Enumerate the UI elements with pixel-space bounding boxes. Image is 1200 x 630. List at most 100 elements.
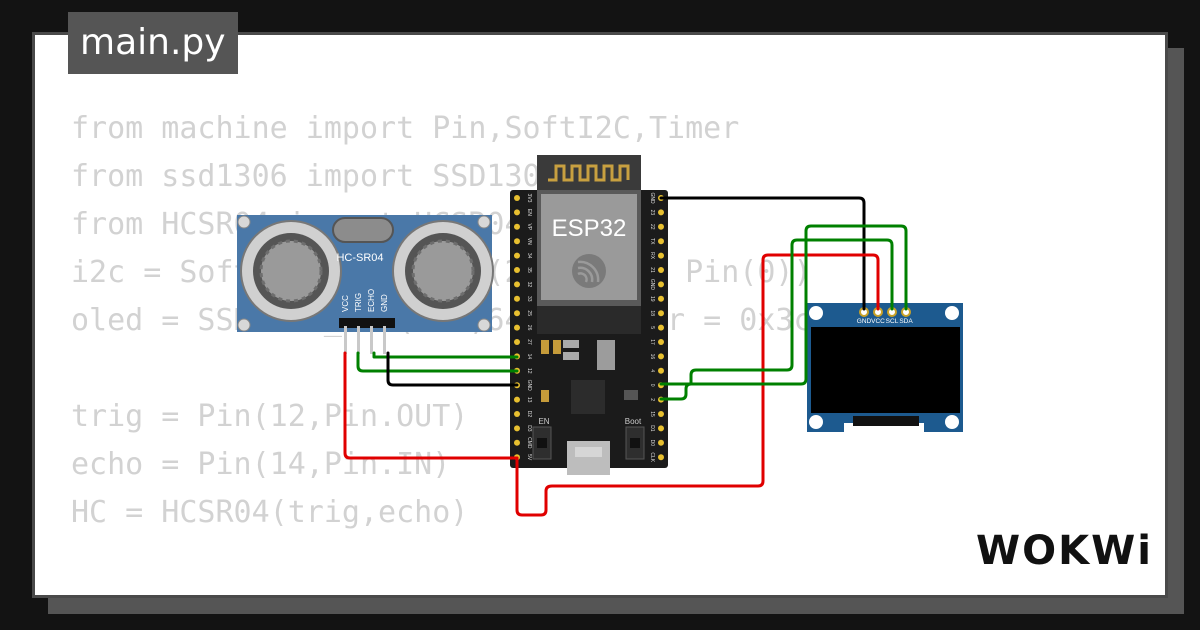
esp32-pin[interactable] <box>514 396 520 403</box>
esp32-pin[interactable] <box>514 209 520 216</box>
esp32-pin-label: 19 <box>649 296 655 302</box>
usb-port <box>575 447 602 457</box>
wire-esp-5v-to-oled-vcc[interactable] <box>515 253 880 517</box>
smd-part <box>563 340 579 348</box>
oled-screen <box>811 327 960 413</box>
sensor-pin-label: ECHO <box>367 289 376 312</box>
esp32-pin-label: 21 <box>649 267 655 273</box>
smd-part <box>541 340 549 354</box>
esp32-pin[interactable] <box>658 425 664 432</box>
esp32-pin[interactable] <box>514 439 520 446</box>
esp32-pin[interactable] <box>514 267 520 273</box>
smd-part <box>563 352 579 360</box>
esp32-pin[interactable] <box>514 295 520 302</box>
wire-sensor-vcc-to-esp-5v[interactable] <box>343 351 519 460</box>
hcsr04-sensor[interactable]: HC-SR04 VCC TRIG ECHO GND <box>237 215 494 354</box>
esp32-pin-label: 27 <box>526 339 532 345</box>
wire-esp-gpio0-to-oled-sda[interactable] <box>659 224 908 401</box>
esp32-pin[interactable] <box>514 195 520 201</box>
usb-connector[interactable] <box>567 441 610 475</box>
esp32-pin-label: 32 <box>526 282 532 288</box>
en-button-cap <box>537 438 547 448</box>
esp32-pin[interactable] <box>658 324 664 331</box>
esp32-pin-label: 26 <box>526 325 532 331</box>
en-label: EN <box>538 417 549 426</box>
code-line: def fun(tim): <box>71 585 830 595</box>
esp32-pin[interactable] <box>658 454 664 461</box>
esp32-pin-label: 12 <box>526 368 532 374</box>
left-transducer <box>240 220 342 322</box>
esp32-pin[interactable] <box>658 238 664 245</box>
esp32-pin-label: EN <box>526 209 532 216</box>
esp32-pin[interactable] <box>658 411 664 417</box>
mount-hole <box>809 415 823 429</box>
sensor-pin-label: TRIG <box>354 293 363 312</box>
esp32-pin[interactable] <box>514 324 520 331</box>
boot-label: Boot <box>625 417 642 426</box>
esp32-pin[interactable] <box>658 252 664 259</box>
esp32-pin[interactable] <box>514 281 520 288</box>
voltage-regulator <box>597 340 615 370</box>
esp32-pin[interactable] <box>658 223 664 230</box>
esp32-pin-label: 25 <box>526 310 532 316</box>
esp32-pin[interactable] <box>514 425 520 432</box>
smd-part <box>553 340 561 354</box>
esp32-pin[interactable] <box>514 310 520 317</box>
mount-hole <box>945 306 959 320</box>
sensor-pin-vcc[interactable] <box>344 326 347 354</box>
oled-pin-label: SCL <box>886 318 899 325</box>
esp32-pin[interactable] <box>658 310 664 317</box>
esp32-pin[interactable] <box>658 439 664 446</box>
sensor-pin-gnd[interactable] <box>383 326 386 354</box>
esp32-board[interactable]: ESP32 EN Boot 3V3ENVPVN34353233252627141… <box>510 155 668 475</box>
wire-esp-gnd-to-oled-gnd[interactable] <box>659 196 866 311</box>
esp32-pin[interactable] <box>658 353 664 360</box>
esp32-pin[interactable] <box>514 252 520 259</box>
esp32-pin-label: 18 <box>649 310 655 316</box>
esp32-pin[interactable] <box>658 339 664 345</box>
esp32-pin[interactable] <box>514 411 520 417</box>
esp32-label: ESP32 <box>552 215 627 242</box>
antenna-trace <box>548 164 630 182</box>
oled-ribbon <box>853 416 919 426</box>
oled-flex-cable <box>844 423 924 432</box>
esp32-pin-label: 33 <box>526 296 532 302</box>
esp32-pin-label: D0 <box>649 440 655 447</box>
esp32-pin[interactable] <box>658 209 664 216</box>
sensor-pin-echo[interactable] <box>370 326 373 354</box>
esp32-pin-headers: 3V3ENVPVN343532332526271412GND13D2D3CMD5… <box>514 192 664 463</box>
esp32-pin[interactable] <box>658 367 664 374</box>
esp32-pin-label: D2 <box>526 411 532 418</box>
oled-pin-label: GND <box>857 318 872 325</box>
esp32-pin[interactable] <box>658 281 664 288</box>
wire-esp-gpio22-to-oled-scl[interactable] <box>659 238 894 386</box>
esp32-pin[interactable] <box>514 238 520 245</box>
esp32-pin[interactable] <box>514 339 520 345</box>
mount-hole <box>945 415 959 429</box>
esp32-pin-label: 16 <box>649 354 655 360</box>
esp32-pin[interactable] <box>514 223 520 230</box>
esp32-pin-label: GND <box>649 192 655 204</box>
esp32-pin-label: TX <box>649 238 655 245</box>
esp32-pin-label: 22 <box>649 224 655 230</box>
esp32-pin-label: VP <box>526 223 532 230</box>
wokwi-logo: WOKWi <box>976 528 1153 574</box>
code-line: from machine import Pin,SoftI2C,Timer <box>71 111 740 146</box>
esp32-pin[interactable] <box>658 295 664 302</box>
sensor-pin-label: GND <box>380 294 389 312</box>
code-line: trig = Pin(12,Pin.OUT) <box>71 399 469 434</box>
esp32-pin[interactable] <box>658 267 664 273</box>
esp32-pin-label: 2 <box>649 398 655 401</box>
wire-sensor-echo-to-esp-gpio14[interactable] <box>372 351 519 359</box>
oled-display[interactable]: GND VCC SCL SDA <box>807 303 963 432</box>
sensor-pin-label: VCC <box>341 295 350 312</box>
esp32-pin-label: VN <box>526 238 532 245</box>
sensor-pin-trig[interactable] <box>357 326 360 354</box>
esp32-pin-label: 4 <box>649 369 655 372</box>
wire-sensor-gnd-to-esp-gnd[interactable] <box>386 351 519 387</box>
esp32-pin-label: CMD <box>526 437 532 449</box>
wire-sensor-trig-to-esp-gpio12[interactable] <box>356 351 519 373</box>
filename-tab: main.py <box>68 12 238 74</box>
mount-hole <box>477 215 491 229</box>
